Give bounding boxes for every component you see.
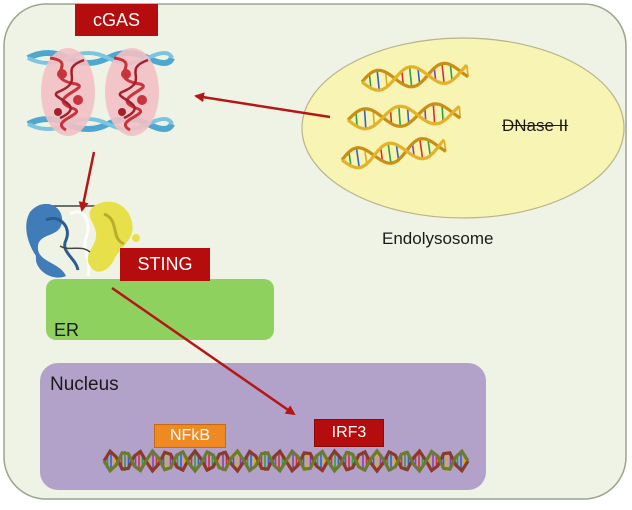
nucleus-label: Nucleus [50, 374, 119, 396]
cgas-protein-right [105, 48, 159, 136]
er-compartment [46, 279, 274, 340]
dnase-ii-label: DNase II [502, 116, 568, 136]
endolysosome-compartment [302, 38, 624, 218]
endolysosome-label: Endolysosome [382, 229, 494, 249]
cgas-label: cGAS [75, 4, 158, 36]
irf3-label: IRF3 [314, 419, 384, 447]
nfkb-label: NFkB [154, 424, 226, 448]
cgas-protein-left [41, 48, 95, 136]
er-label: ER [54, 320, 79, 341]
sting-label: STING [120, 248, 210, 281]
